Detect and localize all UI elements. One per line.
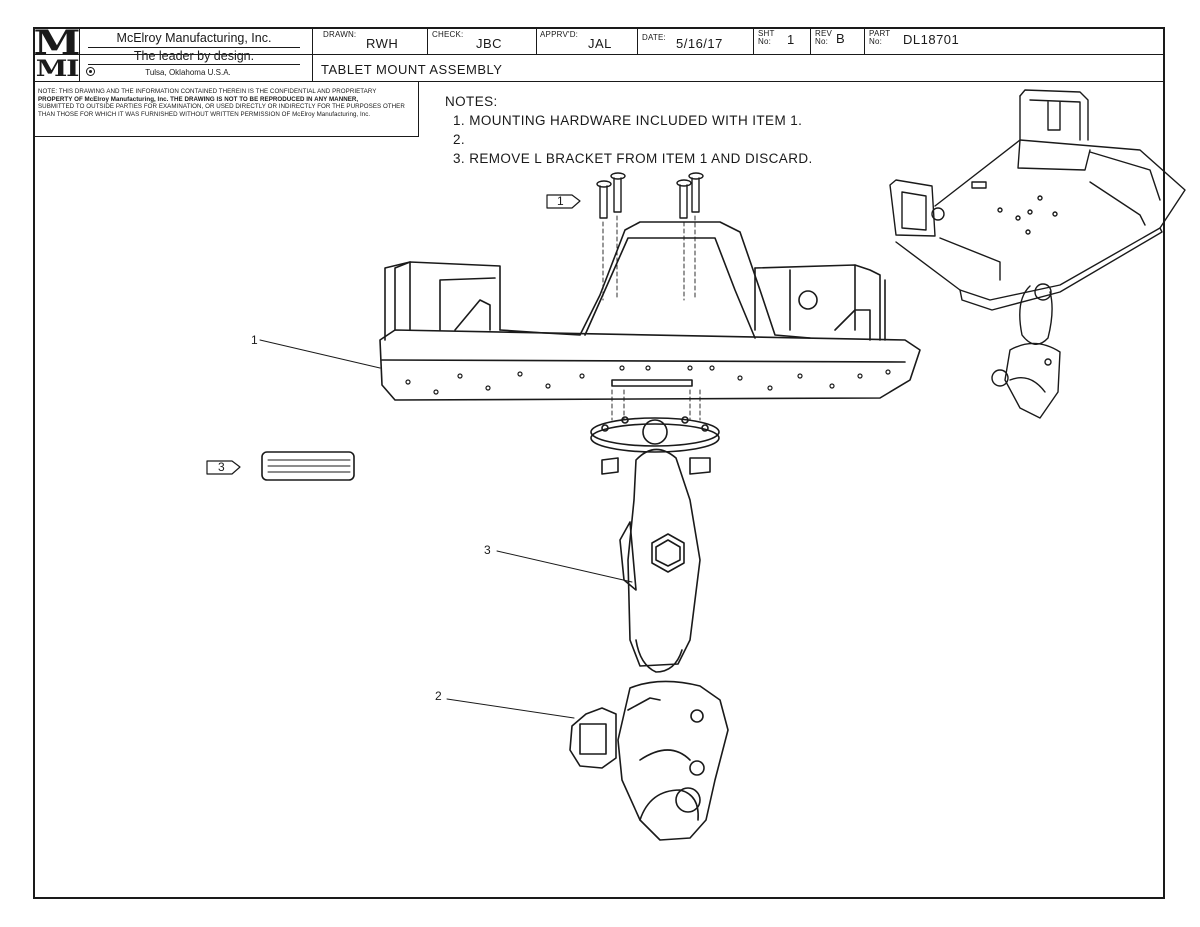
field-divider-3: [637, 27, 638, 55]
notes-block: NOTES: 1. MOUNTING HARDWARE INCLUDED WIT…: [445, 92, 813, 168]
leader-line-2: [446, 698, 575, 719]
part-value: DL18701: [903, 32, 960, 47]
company-tagline: The leader by design.: [133, 49, 255, 63]
balloon-flag-1: [546, 194, 581, 209]
legal-line-4: THAN THOSE FOR WHICH IT WAS FURNISHED WI…: [38, 110, 371, 118]
item-number-2: 2: [435, 689, 442, 703]
sheet-label-2: No:: [758, 37, 772, 46]
company-logo: M MI: [33, 26, 80, 80]
part-label-2: No:: [869, 37, 883, 46]
leader-line-3: [496, 550, 633, 583]
sheet-label-1: SHT: [758, 29, 775, 38]
leader-line-1: [259, 339, 381, 369]
legal-line-1: NOTE: THIS DRAWING AND THE INFORMATION C…: [38, 88, 377, 95]
item-number-3: 3: [484, 543, 491, 557]
legal-line-2: PROPERTY OF McElroy Manufacturing, Inc. …: [38, 95, 359, 103]
rev-value: B: [836, 31, 846, 46]
rev-label-1: REV: [815, 29, 833, 38]
check-value: JBC: [476, 36, 503, 51]
mounting-screws: [596, 172, 704, 301]
registered-circle-icon: [86, 67, 95, 76]
balloon-flag-3: [206, 460, 241, 475]
drawing-border: [33, 27, 1165, 899]
company-underline-2: [88, 64, 300, 65]
field-divider-4: [753, 27, 754, 55]
date-label: DATE:: [642, 33, 666, 42]
logo-divider: [79, 27, 80, 82]
approved-value: JAL: [588, 36, 612, 51]
l-bracket-part: [261, 451, 355, 481]
note-item-1: 1. MOUNTING HARDWARE INCLUDED WITH ITEM …: [453, 113, 803, 128]
flag-number-1: 1: [557, 194, 564, 208]
legal-notice: NOTE: THIS DRAWING AND THE INFORMATION C…: [38, 88, 418, 118]
approved-label: APPRV'D:: [540, 30, 579, 39]
drawing-title: TABLET MOUNT ASSEMBLY: [321, 62, 503, 77]
company-underline-1: [88, 47, 300, 48]
ball-mount-arm: [590, 416, 720, 673]
drawn-value: RWH: [366, 36, 399, 51]
rev-label-2: No:: [815, 37, 829, 46]
field-divider-1: [427, 27, 428, 55]
legal-line-3: SUBMITTED TO OUTSIDE PARTIES FOR EXAMINA…: [38, 103, 405, 111]
field-divider-5: [810, 27, 811, 55]
date-value: 5/16/17: [676, 36, 723, 51]
logo-top-letter: M: [33, 23, 81, 63]
title-block-bottom: [33, 81, 1165, 82]
note-item-3: 3. REMOVE L BRACKET FROM ITEM 1 AND DISC…: [453, 151, 813, 166]
logo-bottom-letters: MI: [35, 56, 80, 82]
field-divider-6: [864, 27, 865, 55]
sheet-value: 1: [787, 32, 795, 47]
company-divider: [312, 27, 313, 82]
legal-box-bottom: [33, 136, 418, 137]
legal-box-right: [418, 81, 419, 137]
field-divider-2: [536, 27, 537, 55]
company-location: Tulsa, Oklahoma U.S.A.: [145, 68, 231, 77]
tablet-holder-bracket: [379, 221, 921, 421]
company-name: McElroy Manufacturing, Inc.: [116, 31, 272, 45]
notes-heading: NOTES:: [445, 94, 498, 109]
flag-number-3: 3: [218, 460, 225, 474]
assembled-isometric-view: [889, 89, 1186, 419]
title-row-divider: [33, 54, 1165, 55]
note-item-2: 2.: [453, 132, 466, 147]
part-label-1: PART: [869, 29, 891, 38]
check-label: CHECK:: [432, 30, 464, 39]
tough-claw-clamp: [569, 680, 729, 841]
drawn-label: DRAWN:: [323, 30, 357, 39]
item-number-1: 1: [251, 333, 258, 347]
